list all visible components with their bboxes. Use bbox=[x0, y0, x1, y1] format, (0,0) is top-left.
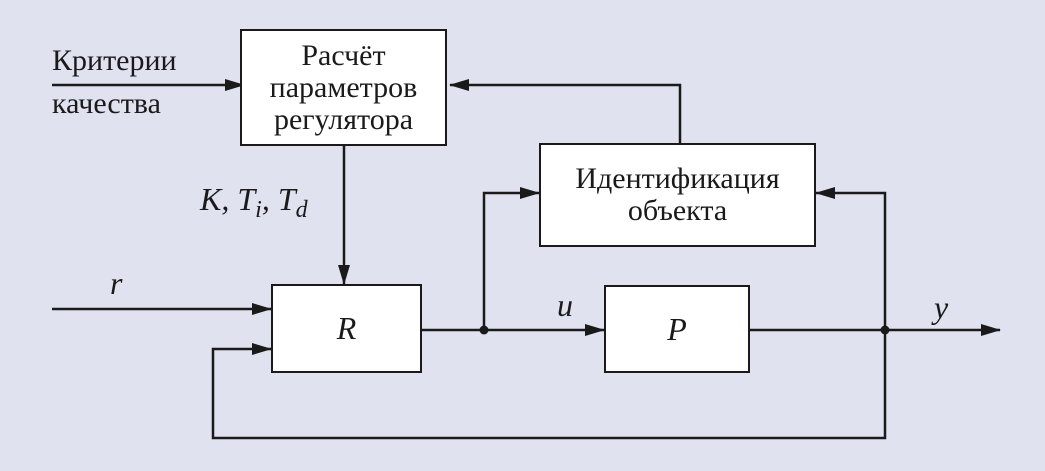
tuning-line-2: параметров bbox=[269, 70, 418, 104]
y-to-identification-arrow bbox=[815, 187, 887, 330]
u-to-identification-arrow bbox=[482, 187, 540, 330]
param-td: Td bbox=[277, 181, 308, 223]
output-label: y bbox=[934, 289, 949, 325]
y-junction-dot bbox=[880, 325, 890, 335]
criteria-label-line-1: Критерии bbox=[52, 44, 177, 77]
param-ti: Ti bbox=[237, 181, 262, 223]
feedback-arrow bbox=[211, 330, 887, 440]
plant-label: P bbox=[667, 310, 687, 347]
identification-to-tuning-arrow bbox=[449, 79, 682, 143]
u-junction-dot bbox=[479, 325, 489, 335]
criteria-label-line-2: качества bbox=[52, 87, 161, 120]
object-identification-block: Идентификация объекта bbox=[539, 143, 816, 247]
tuning-line-3: регулятора bbox=[273, 102, 414, 136]
identification-line-2: объекта bbox=[627, 194, 728, 227]
params-label: K, Ti, Td bbox=[200, 182, 308, 227]
param-k: K, bbox=[200, 181, 230, 217]
parameter-calculation-block: Расчёт параметров регулятора bbox=[240, 29, 447, 146]
controller-label: R bbox=[336, 310, 357, 346]
controller-block: R bbox=[271, 284, 422, 373]
tuning-line-1: Расчёт bbox=[301, 38, 386, 72]
reference-label: r bbox=[110, 265, 123, 301]
control-signal-label: u bbox=[557, 287, 573, 323]
identification-line-1: Идентификация bbox=[575, 162, 780, 195]
plant-block: P bbox=[604, 285, 750, 373]
param-sep: , bbox=[261, 181, 270, 217]
